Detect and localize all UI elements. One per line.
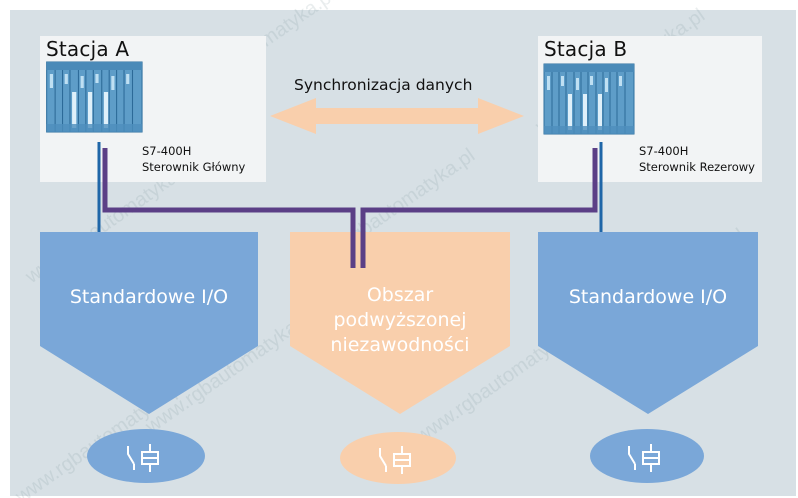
io-block-left [40,232,258,414]
io-left-label: Standardowe I/O [69,286,229,308]
plc-role: Sterownik Rezerowy [639,160,755,174]
io-block-right [538,232,758,414]
io-block-center [290,232,510,414]
io-center-label: Obszar podwyższonej niezawodności [290,283,510,358]
station-b-title: Stacja B [544,37,628,61]
plc-model: S7-400H [639,144,689,158]
io-center-line3: niezawodności [330,334,470,356]
device-ellipse-left [87,429,205,483]
station-a-title: Stacja A [46,37,130,61]
sync-label: Synchronizacja danych [294,76,473,94]
plc-model: S7-400H [142,144,192,158]
double-arrow-icon [270,98,524,134]
device-ellipse-right [590,429,704,483]
station-b-plc-caption: S7-400H Sterownik Rezerowy [639,143,755,175]
plc-role: Sterownik Główny [142,160,246,174]
plc-rack-icon-b [543,63,635,135]
io-center-line1: Obszar [366,284,434,306]
plc-rack-icon-a [46,61,143,133]
station-a-plc-caption: S7-400H Sterownik Główny [142,143,245,175]
io-right-label: Standardowe I/O [568,286,728,308]
io-center-line2: podwyższonej [333,309,467,331]
device-ellipse-center [340,432,456,484]
